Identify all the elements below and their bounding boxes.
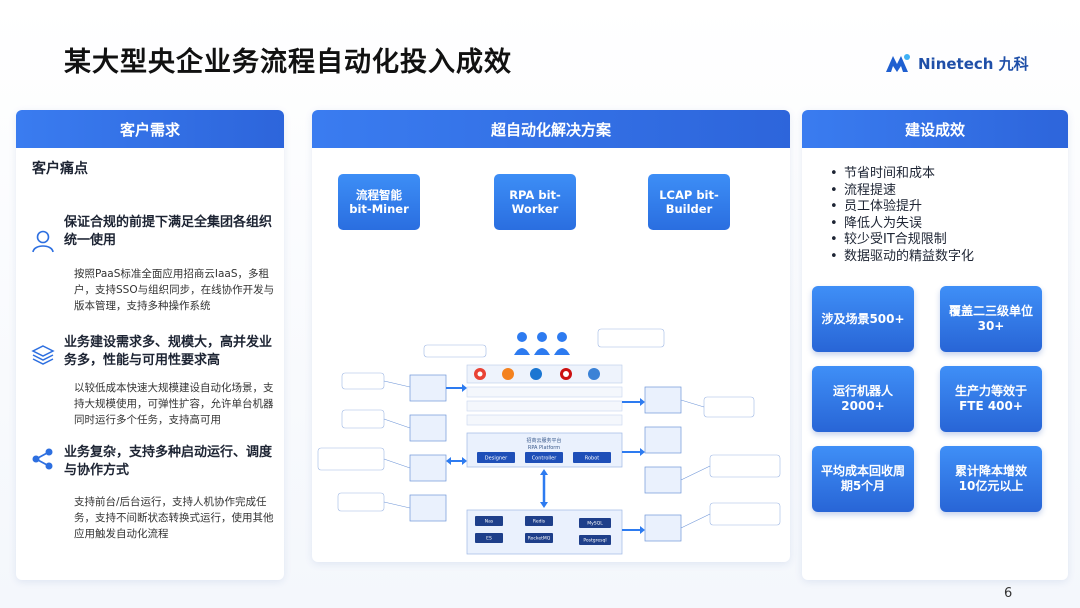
module-robot: Robot xyxy=(585,456,600,462)
infra-postgresql: Postgresql xyxy=(583,538,606,544)
list-item: 节省时间和成本 xyxy=(830,166,974,183)
customer-needs-panel: 客户需求 客户痛点 保证合规的前提下满足全集团各组织统一使用 按照PaaS标准全… xyxy=(16,110,284,580)
list-item: 数据驱动的精益数字化 xyxy=(830,249,974,266)
user-icon xyxy=(32,230,54,253)
rpa-platform-label: RPA Platform xyxy=(528,445,560,451)
pain-point-desc: 以较低成本快速大规模建设自动化场景，支持大规模使用，可弹性扩容，允许单台机器同时… xyxy=(74,382,274,426)
list-item: 降低人为失误 xyxy=(830,216,974,233)
tool-bit-worker: RPA bit-Worker xyxy=(494,174,576,230)
list-item: 员工体验提升 xyxy=(830,199,974,216)
infra-es: ES xyxy=(486,536,492,542)
architecture-diagram: 招商云服务平台 RPA Platform Designer Controller… xyxy=(317,328,781,555)
pain-point-title: 业务复杂，支持多种启动运行、调度与协作方式 xyxy=(64,445,273,478)
stat-fte: 生产力等效于FTE 400+ xyxy=(940,366,1042,432)
infra-mysql: MySQL xyxy=(587,521,603,527)
stat-scenarios: 涉及场景500+ xyxy=(812,286,914,352)
list-item: 较少受IT合规限制 xyxy=(830,232,974,249)
logo-text: Ninetech 九科 xyxy=(918,54,1029,73)
platform-label: 招商云服务平台 xyxy=(526,437,561,444)
layers-icon xyxy=(31,345,55,365)
stat-payback: 平均成本回收周期5个月 xyxy=(812,446,914,512)
infra-nas: Nas xyxy=(485,519,494,525)
tool-bit-builder: LCAP bit-Builder xyxy=(648,174,730,230)
results-bullet-list: 节省时间和成本 流程提速 员工体验提升 降低人为失误 较少受IT合规限制 数据驱… xyxy=(830,166,974,265)
results-panel: 建设成效 节省时间和成本 流程提速 员工体验提升 降低人为失误 较少受IT合规限… xyxy=(802,110,1068,580)
results-header: 建设成效 xyxy=(802,110,1068,148)
module-controller: Controller xyxy=(532,456,558,462)
pain-point-desc: 按照PaaS标准全面应用招商云IaaS，多租户，支持SSO与组织同步，在线协作开… xyxy=(74,268,275,312)
pain-points-subtitle: 客户痛点 xyxy=(32,161,88,177)
page-title: 某大型央企业务流程自动化投入成效 xyxy=(64,47,512,78)
ninetech-logo-icon xyxy=(886,54,910,72)
browser-icons xyxy=(474,368,600,380)
logo: Ninetech 九科 xyxy=(884,52,1029,74)
solution-header: 超自动化解决方案 xyxy=(312,110,790,148)
page-number: 6 xyxy=(1004,586,1013,601)
customer-needs-header: 客户需求 xyxy=(16,110,284,148)
solution-panel: 超自动化解决方案 流程智能 bit-Miner RPA bit-Worker L… xyxy=(312,110,790,562)
infra-rocketmq: RocketMQ xyxy=(528,536,551,542)
users-icon xyxy=(514,332,570,355)
tool-bit-miner: 流程智能 bit-Miner xyxy=(338,174,420,230)
pain-point-title: 保证合规的前提下满足全集团各组织统一使用 xyxy=(64,215,273,248)
stat-robots: 运行机器人2000+ xyxy=(812,366,914,432)
pain-point-desc: 支持前台/后台运行，支持人机协作完成任务，支持不间断状态转换式运行，使用其他应用… xyxy=(74,496,274,540)
stat-units: 覆盖二三级单位30+ xyxy=(940,286,1042,352)
module-designer: Designer xyxy=(485,456,508,462)
share-icon xyxy=(32,448,53,470)
list-item: 流程提速 xyxy=(830,183,974,200)
infra-redis: Redis xyxy=(533,519,546,525)
pain-point-title: 业务建设需求多、规模大，高并发业务多，性能与可用性要求高 xyxy=(64,335,273,368)
stat-savings: 累计降本增效10亿元以上 xyxy=(940,446,1042,512)
